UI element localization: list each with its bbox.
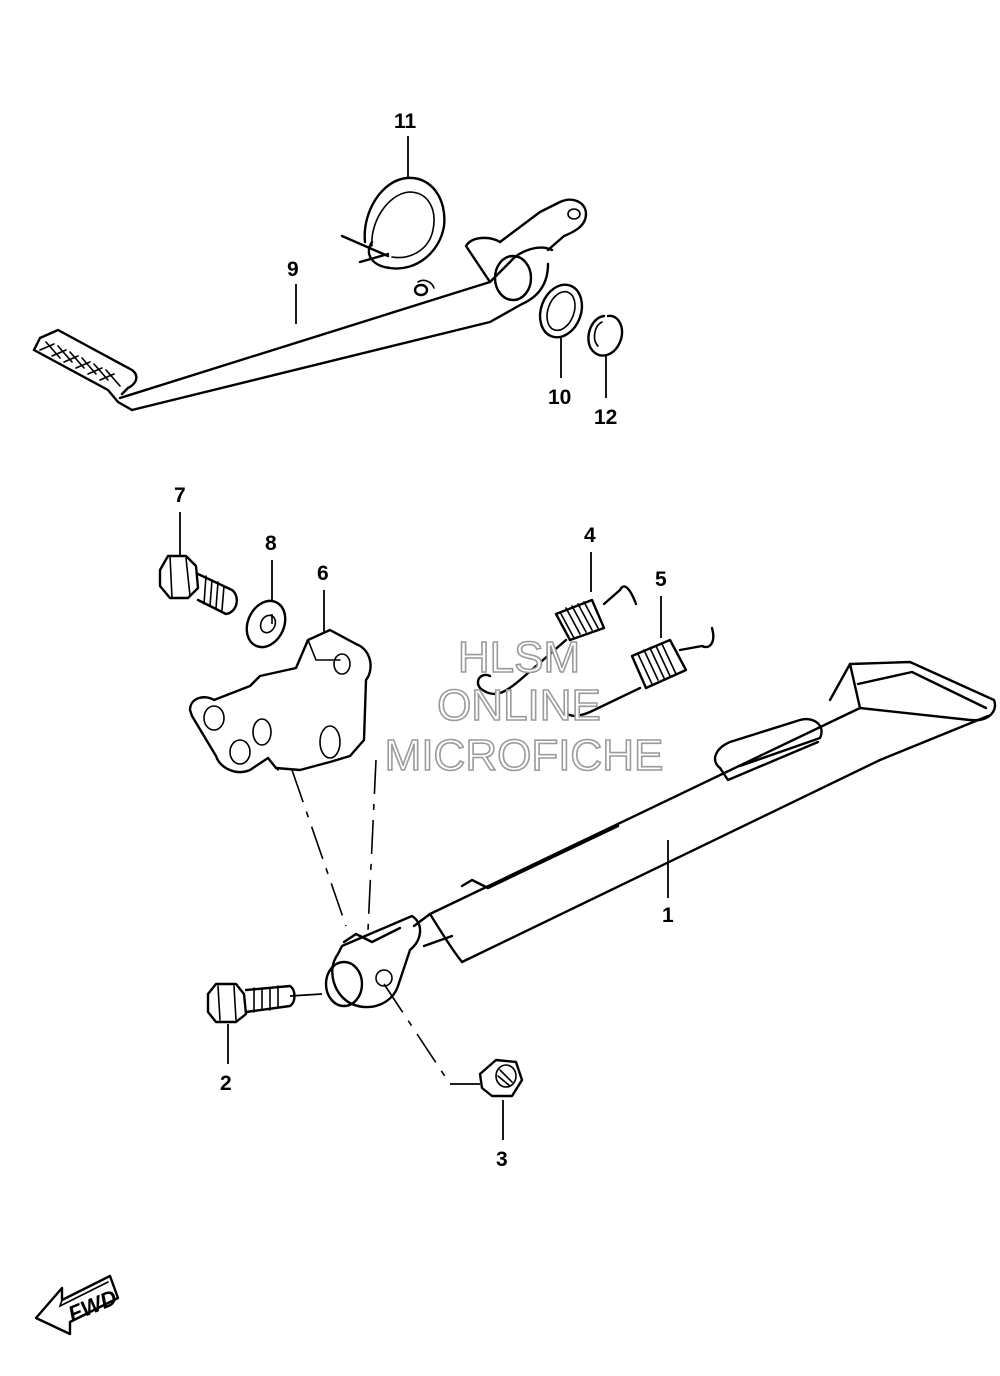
part-8-washer <box>245 599 287 649</box>
part-2-pivot-bolt <box>206 982 296 1024</box>
callout-7: 7 <box>174 484 186 507</box>
callout-labels: 11 9 10 12 7 8 6 4 5 1 2 3 <box>174 110 674 1171</box>
part-7-bolt <box>158 554 238 616</box>
callout-11: 11 <box>394 110 417 133</box>
callout-5: 5 <box>655 568 667 591</box>
watermark-line-2: ONLINE <box>437 681 601 730</box>
callout-8: 8 <box>265 532 277 555</box>
callout-12: 12 <box>594 406 617 429</box>
part-11-return-spring <box>340 176 446 270</box>
callout-9: 9 <box>287 258 299 281</box>
callout-1: 1 <box>662 904 674 927</box>
callout-2: 2 <box>220 1072 232 1095</box>
alignment-lines <box>271 614 451 1085</box>
part-1-side-stand <box>324 660 997 1009</box>
part-12-circlip <box>587 314 624 357</box>
part-6-bracket <box>188 628 372 774</box>
part-3-nut <box>478 1058 524 1098</box>
fwd-arrow-icon: FWD <box>34 1274 120 1336</box>
callout-3: 3 <box>496 1148 508 1171</box>
leader-lines <box>179 136 669 1140</box>
watermark: HLSM ONLINE MICROFICHE <box>384 632 664 781</box>
part-5-spring <box>564 626 715 717</box>
part-4-spring <box>476 585 638 696</box>
watermark-line-1: HLSM <box>458 633 580 682</box>
callout-4: 4 <box>584 524 596 547</box>
callout-6: 6 <box>317 562 329 585</box>
callout-10: 10 <box>548 386 571 409</box>
part-9-brake-pedal <box>32 198 588 412</box>
watermark-line-3: MICROFICHE <box>385 731 664 780</box>
part-10-washer <box>538 283 584 339</box>
